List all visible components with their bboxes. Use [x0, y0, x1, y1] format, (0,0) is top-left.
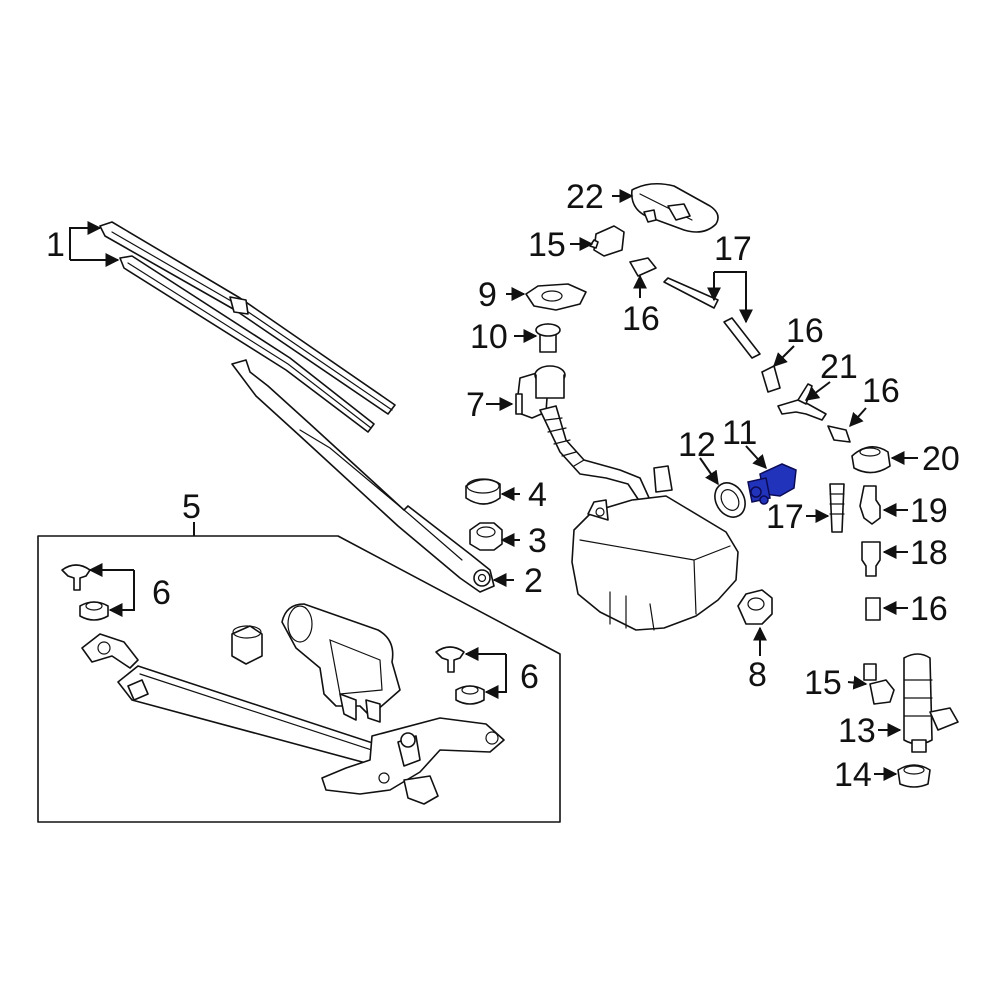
callout-12: 12: [678, 426, 716, 464]
callout-7: 7: [466, 386, 485, 424]
plug-part-16-mid[interactable]: [761, 365, 781, 393]
callout-16-top: 16: [622, 300, 660, 338]
grommet-part-20[interactable]: [851, 446, 891, 474]
nut-part-8[interactable]: [737, 589, 773, 625]
grommet-part-14[interactable]: [897, 764, 931, 788]
wiper-blade-part-1[interactable]: [99, 221, 396, 433]
callout-16-right: 16: [862, 372, 900, 410]
callout-11: 11: [722, 414, 757, 452]
callout-16-bottom: 16: [910, 590, 948, 628]
mount-part-9[interactable]: [525, 283, 587, 311]
filler-neck-part-7[interactable]: [515, 365, 651, 503]
callout-2: 2: [524, 562, 543, 600]
leader-lines: [69, 189, 918, 781]
wiper-motor[interactable]: [281, 603, 401, 723]
motor-bushing[interactable]: [231, 625, 263, 665]
wiper-arm-part-2[interactable]: [231, 359, 495, 593]
callout-21: 21: [820, 348, 858, 386]
callout-20: 20: [922, 440, 960, 478]
grommet-bolt-part-6-right[interactable]: [435, 646, 485, 705]
washer-reservoir[interactable]: [571, 465, 739, 631]
grommet-part-12[interactable]: [709, 477, 751, 522]
plug-part-16-right[interactable]: [827, 425, 851, 443]
callout-6-right: 6: [520, 658, 539, 696]
linkage-assembly-box-part-5[interactable]: [37, 535, 561, 823]
callout-16-mid: 16: [786, 312, 824, 350]
callout-1: 1: [46, 226, 65, 264]
plug-part-16-bottom[interactable]: [865, 597, 881, 621]
callouts: 1 2 3 4 5 6 6 7 8 9 10 11 12 13 14 15 15…: [46, 178, 960, 794]
callout-4: 4: [528, 476, 547, 514]
callout-15-top: 15: [528, 226, 566, 264]
cap-part-10[interactable]: [535, 323, 561, 353]
callout-14: 14: [834, 756, 872, 794]
hose-part-17-right[interactable]: [829, 483, 845, 533]
callout-9: 9: [478, 276, 497, 314]
grommet-bolt-part-6-left[interactable]: [61, 564, 109, 621]
fitting-part-19[interactable]: [859, 485, 881, 525]
cap-part-4[interactable]: [465, 478, 501, 505]
callout-8: 8: [748, 656, 767, 694]
callout-13: 13: [838, 712, 876, 750]
connector-part-15-bottom[interactable]: [863, 663, 895, 705]
callout-17-top: 17: [714, 230, 752, 268]
nut-part-3[interactable]: [469, 522, 503, 551]
callout-15-bottom: 15: [804, 664, 842, 702]
callout-19: 19: [910, 492, 948, 530]
callout-5: 5: [182, 488, 201, 526]
callout-22: 22: [566, 178, 604, 216]
callout-18: 18: [910, 534, 948, 572]
connector-part-15-top[interactable]: [589, 225, 625, 257]
washer-pump-part-13[interactable]: [903, 653, 959, 753]
callout-3: 3: [528, 522, 547, 560]
plug-part-16-top[interactable]: [629, 257, 657, 277]
nozzle-part-22[interactable]: [630, 182, 719, 233]
wiper-linkage[interactable]: [81, 633, 505, 805]
callout-10: 10: [470, 318, 508, 356]
callout-17-right: 17: [766, 498, 804, 536]
callout-6-left: 6: [152, 574, 171, 612]
washer-pump-part-11-highlighted[interactable]: [747, 463, 797, 505]
fitting-part-18[interactable]: [861, 541, 881, 577]
